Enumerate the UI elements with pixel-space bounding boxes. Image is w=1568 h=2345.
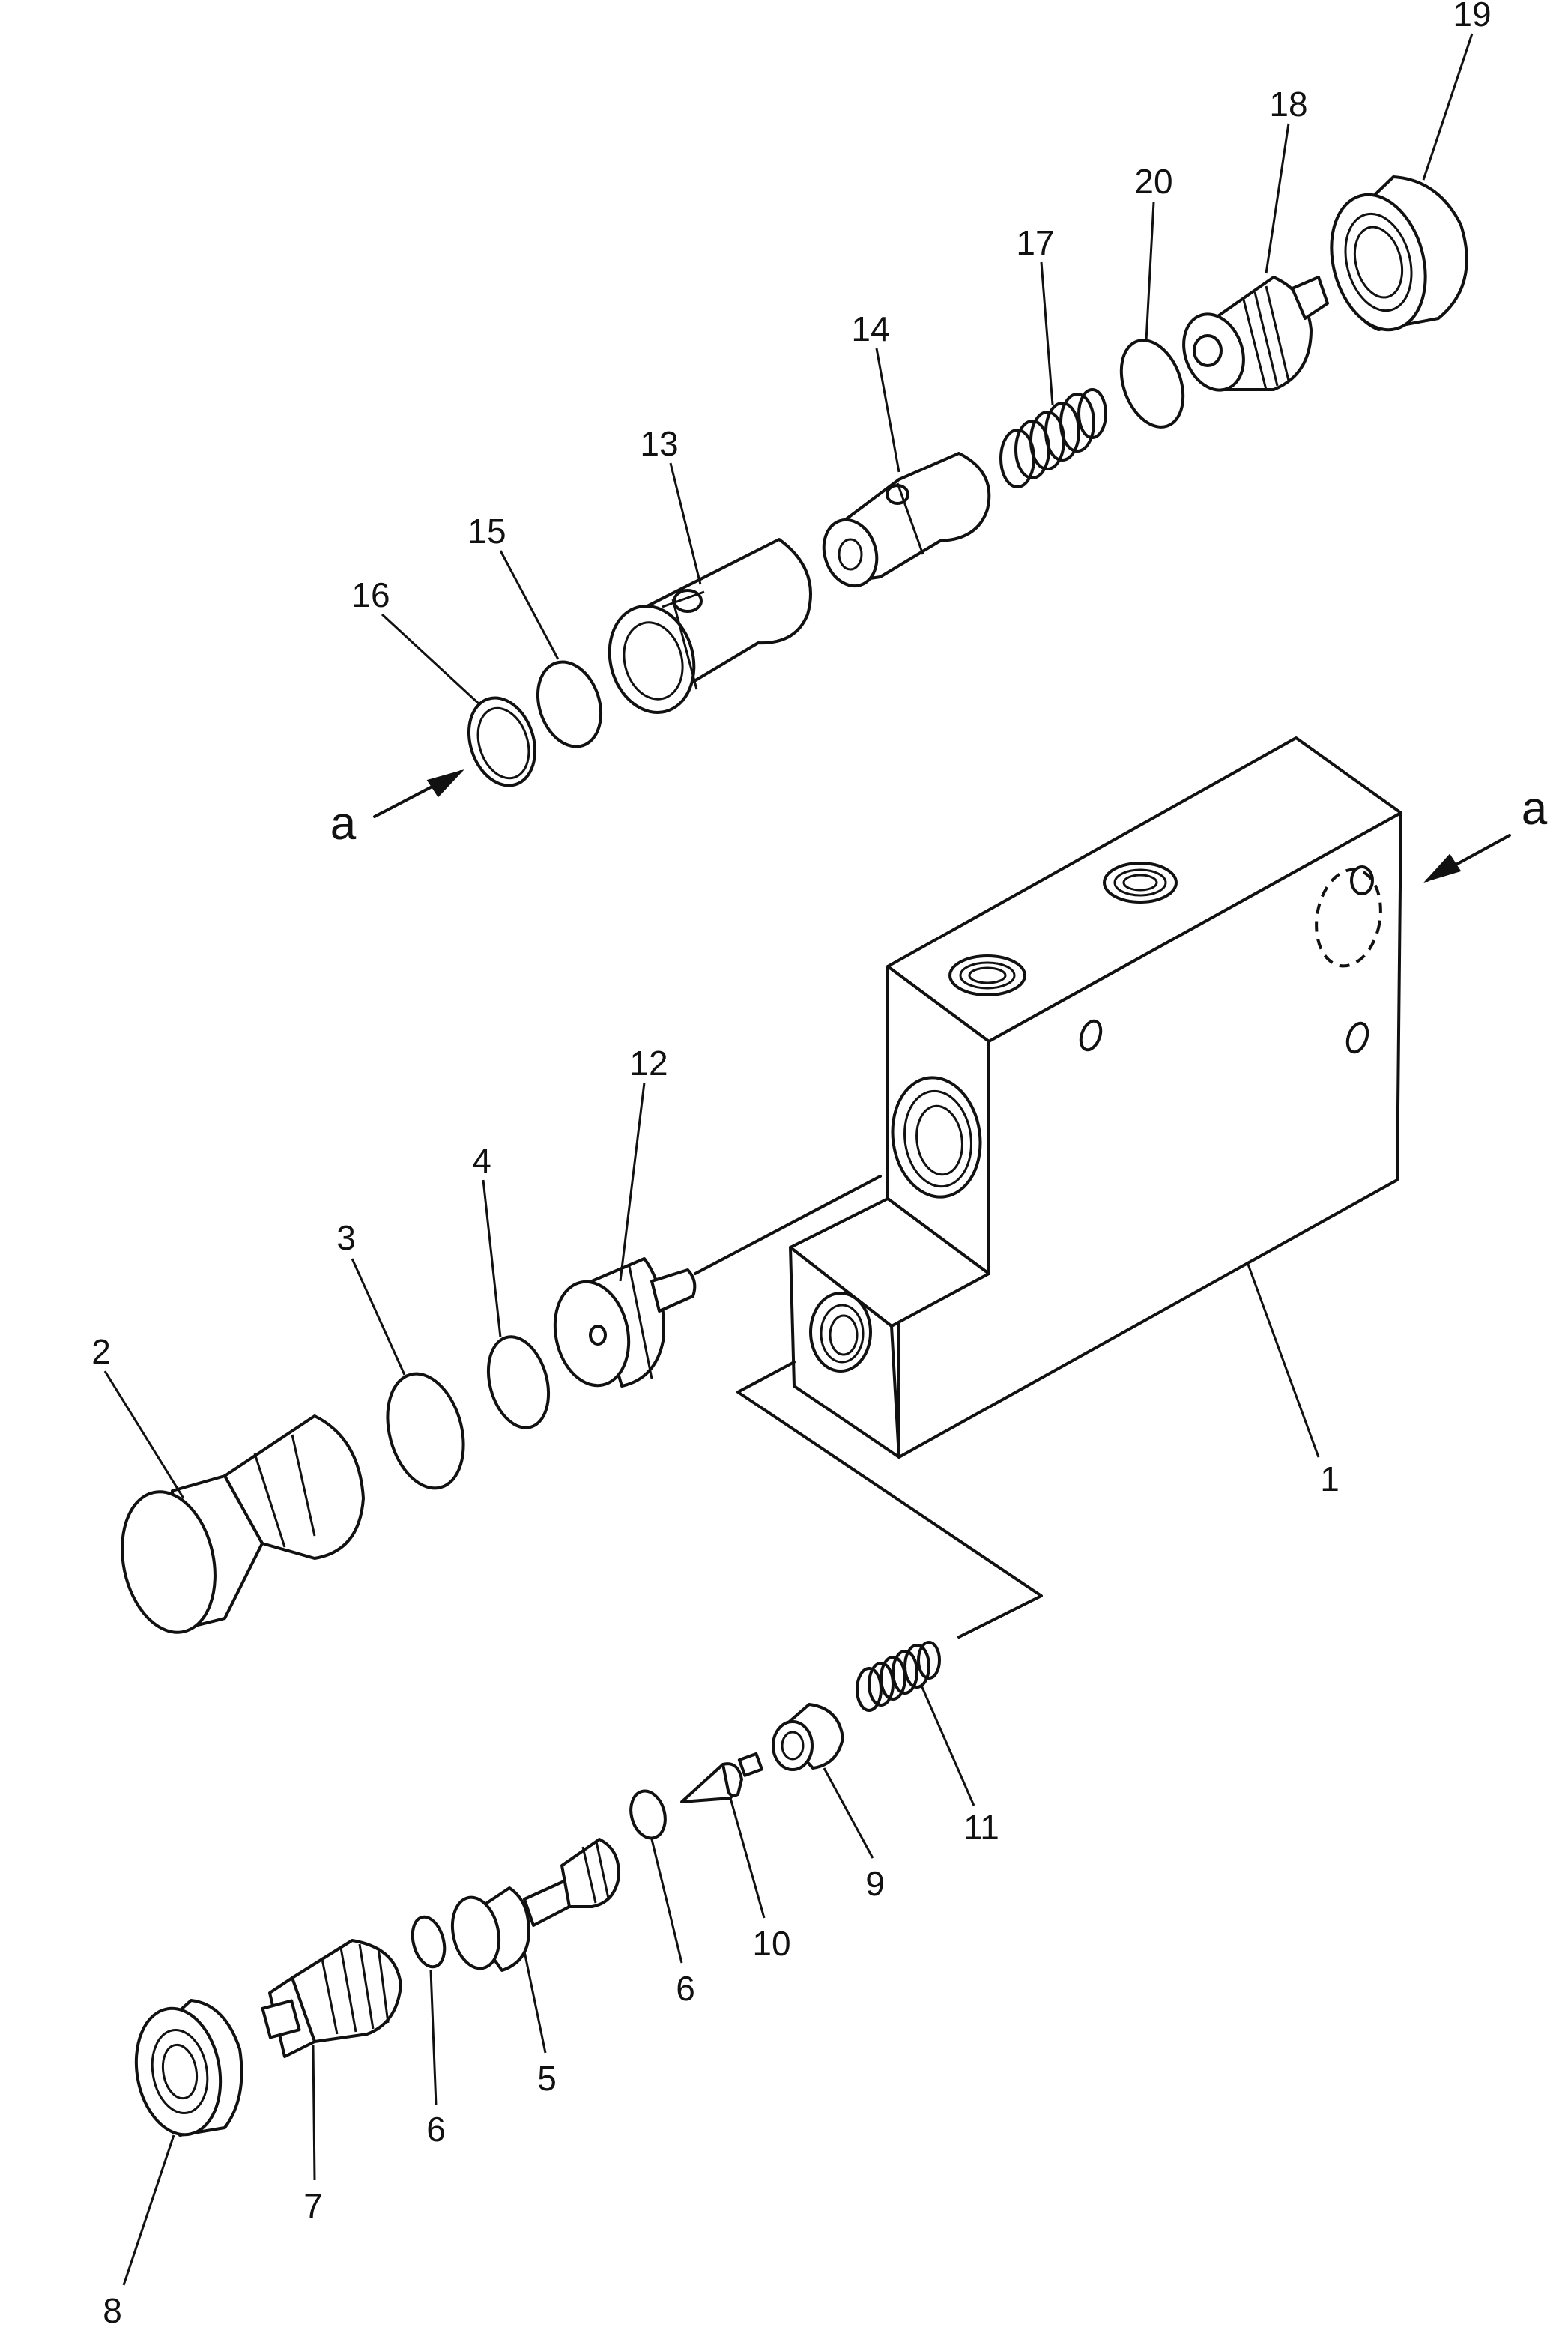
- part-18-adjust-screw: [1182, 276, 1329, 392]
- leader-lines: [103, 33, 1474, 2286]
- front-port-large: [891, 1076, 982, 1199]
- label-view-a-right: a: [1522, 783, 1548, 835]
- front-port-small: [809, 1292, 872, 1373]
- top-port-2: [1103, 862, 1178, 904]
- label-part-13: 13: [640, 424, 678, 463]
- part-20-o-ring: [1119, 339, 1185, 429]
- label-part-6-lower: 6: [426, 2110, 446, 2149]
- routing-line-lower-port: [736, 1361, 1043, 1639]
- part-5-piston: [451, 1838, 620, 1972]
- label-part-11: 11: [963, 1808, 999, 1847]
- label-part-19: 19: [1453, 0, 1491, 34]
- label-part-3: 3: [336, 1218, 356, 1257]
- part-1-valve-body: [789, 736, 1402, 1459]
- part-6-o-ring-lower: [411, 1915, 447, 1969]
- part-6-o-ring-upper: [629, 1789, 667, 1840]
- label-part-7: 7: [303, 2186, 323, 2225]
- part-2-plug: [121, 1414, 365, 1634]
- part-4-o-ring: [486, 1335, 551, 1429]
- leader-12-to-body: [694, 1175, 882, 1275]
- part-9-seat: [772, 1703, 844, 1771]
- label-part-2: 2: [91, 1332, 111, 1371]
- label-part-1: 1: [1320, 1459, 1340, 1498]
- part-16-backup-ring: [467, 696, 537, 787]
- label-part-20: 20: [1134, 162, 1172, 201]
- part-15-o-ring: [536, 660, 603, 748]
- part-17-spring: [999, 388, 1107, 488]
- label-part-17: 17: [1016, 223, 1054, 262]
- label-part-9: 9: [865, 1864, 885, 1903]
- part-11-spring: [856, 1641, 941, 1712]
- part-19-lock-nut: [1330, 175, 1468, 332]
- label-part-15: 15: [467, 512, 506, 551]
- view-arrow-right: [1423, 834, 1511, 883]
- part-3-o-ring: [386, 1372, 465, 1490]
- label-part-14: 14: [851, 309, 889, 348]
- label-part-10: 10: [752, 1924, 790, 1963]
- part-10-cone-poppet: [680, 1752, 763, 1803]
- label-part-12: 12: [629, 1044, 668, 1083]
- label-part-4: 4: [472, 1141, 491, 1180]
- label-part-16: 16: [351, 575, 390, 614]
- label-part-6-upper: 6: [676, 1969, 695, 2008]
- part-7-adjust-screw: [261, 1939, 402, 2058]
- part-12-poppet: [553, 1257, 697, 1388]
- part-14-spool: [822, 452, 991, 588]
- label-view-a-left: a: [330, 798, 357, 850]
- label-part-18: 18: [1269, 85, 1307, 124]
- part-8-lock-nut: [134, 1999, 243, 2137]
- label-part-5: 5: [537, 2059, 557, 2098]
- top-port-1: [948, 954, 1026, 996]
- part-13-sleeve: [608, 538, 812, 714]
- view-arrow-left: [373, 769, 464, 818]
- label-part-8: 8: [103, 2291, 122, 2330]
